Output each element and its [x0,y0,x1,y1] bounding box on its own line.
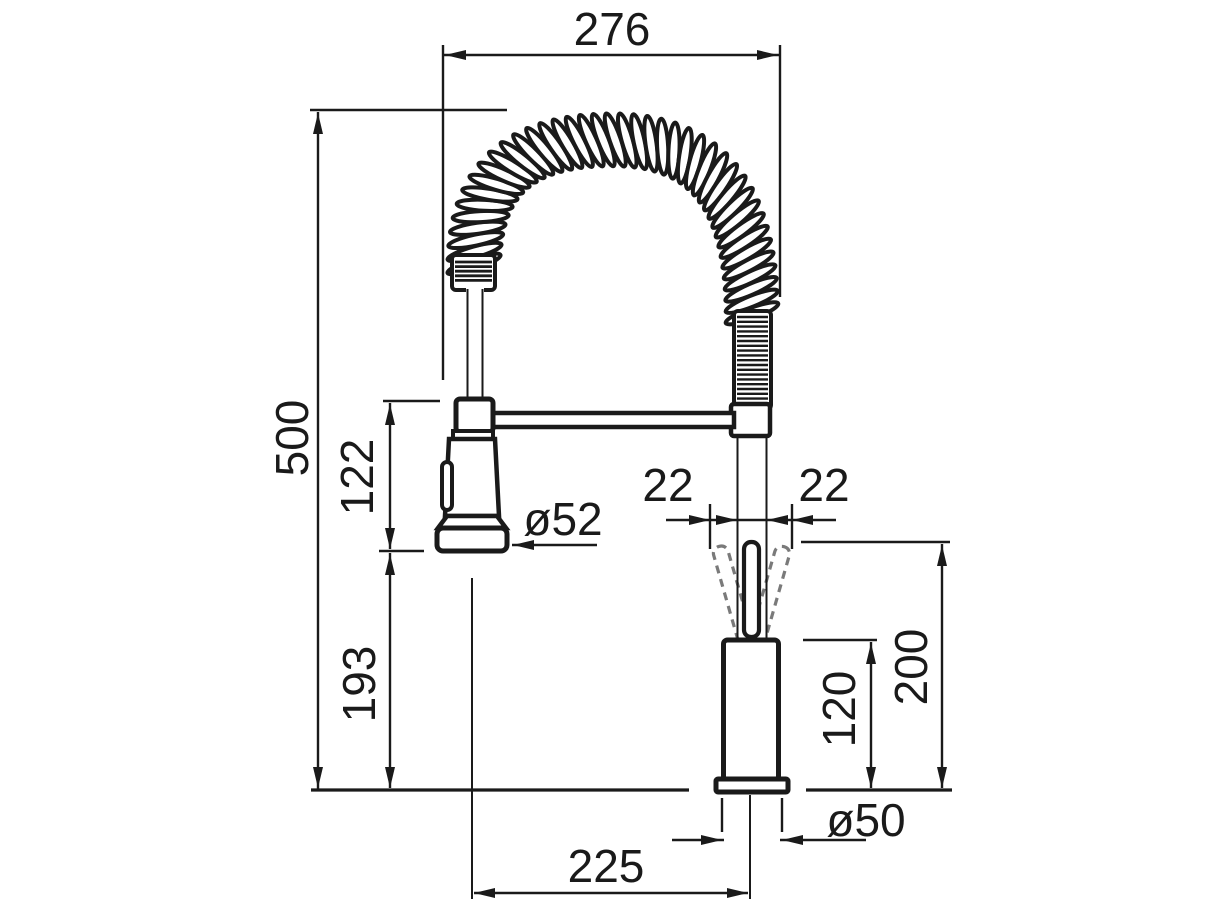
spring-hose-arch [445,111,781,327]
dim-overall-height: 500 [266,108,507,789]
dim-base-diameter: ø50 [672,794,906,846]
hose-left-end-winding [450,253,497,292]
dim-label-50: ø50 [826,794,905,846]
spout-collar [728,401,773,439]
dim-label-500: 500 [266,400,318,477]
spray-head [433,396,511,554]
spray-head-button [440,460,454,512]
dim-body-height: 120 [803,638,877,788]
dim-label-120: 120 [813,671,865,748]
dim-spray-head-length: 122 [331,399,440,553]
handle-lever [741,539,762,640]
dim-label-22-left: 22 [642,459,693,511]
dim-label-200: 200 [885,629,937,706]
dim-label-122: 122 [331,439,383,516]
dim-lever-swing: 22 22 [642,459,850,549]
centerlines [471,578,751,899]
base-plate [713,776,791,795]
dim-label-276: 276 [574,3,651,55]
dim-head-diameter: ø52 [512,493,603,550]
dim-label-22-right: 22 [798,459,849,511]
spray-head-mount [453,396,496,435]
hose-right-end-winding [732,309,773,411]
support-arm [488,410,737,430]
dim-spout-top-height: 200 [801,540,950,788]
body-cylinder [721,637,781,783]
dim-label-52: ø52 [523,493,602,545]
dim-label-225: 225 [568,840,645,892]
dim-spout-width: 276 [441,3,782,380]
dim-head-to-deck: 193 [333,553,395,788]
hose-left-tube [466,288,484,400]
spray-head-cap [434,525,510,554]
dim-label-193: 193 [333,646,385,723]
dim-spray-head-reach: 225 [474,840,748,898]
faucet-body [713,309,791,795]
